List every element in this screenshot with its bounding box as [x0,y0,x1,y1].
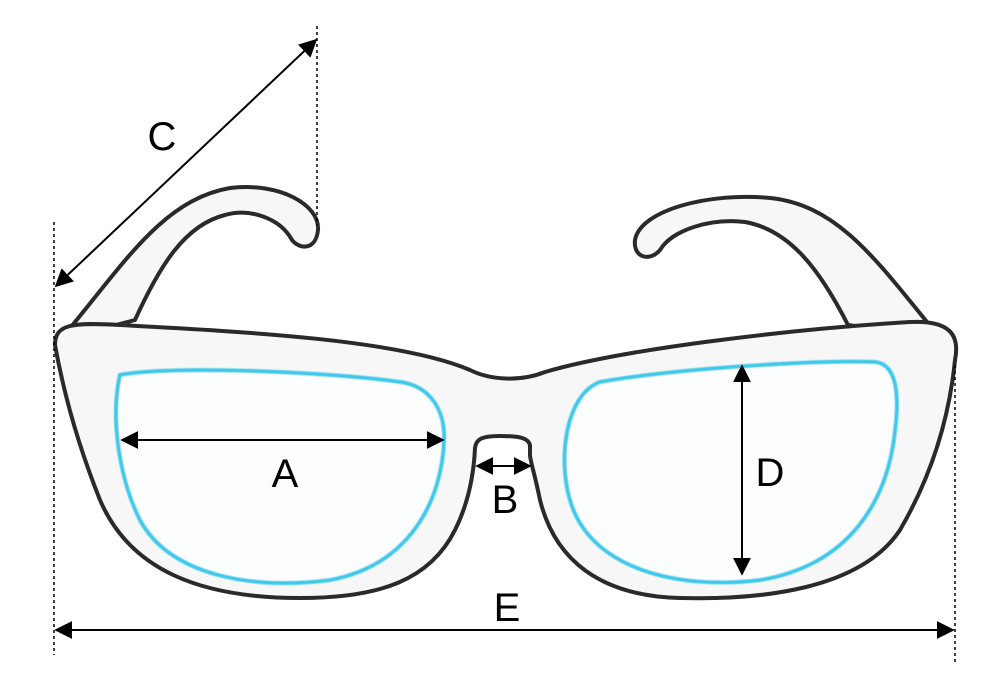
right-lens [562,359,899,585]
label-bridge-width: B [492,478,519,522]
label-lens-width: A [272,452,299,496]
left-temple-arm [58,185,321,342]
left-lens [114,368,447,585]
label-lens-height: D [756,451,785,495]
right-temple-arm [632,194,942,340]
label-temple-length: C [148,115,177,159]
temple-length-arrow [54,38,318,288]
label-frame-width: E [494,586,521,630]
